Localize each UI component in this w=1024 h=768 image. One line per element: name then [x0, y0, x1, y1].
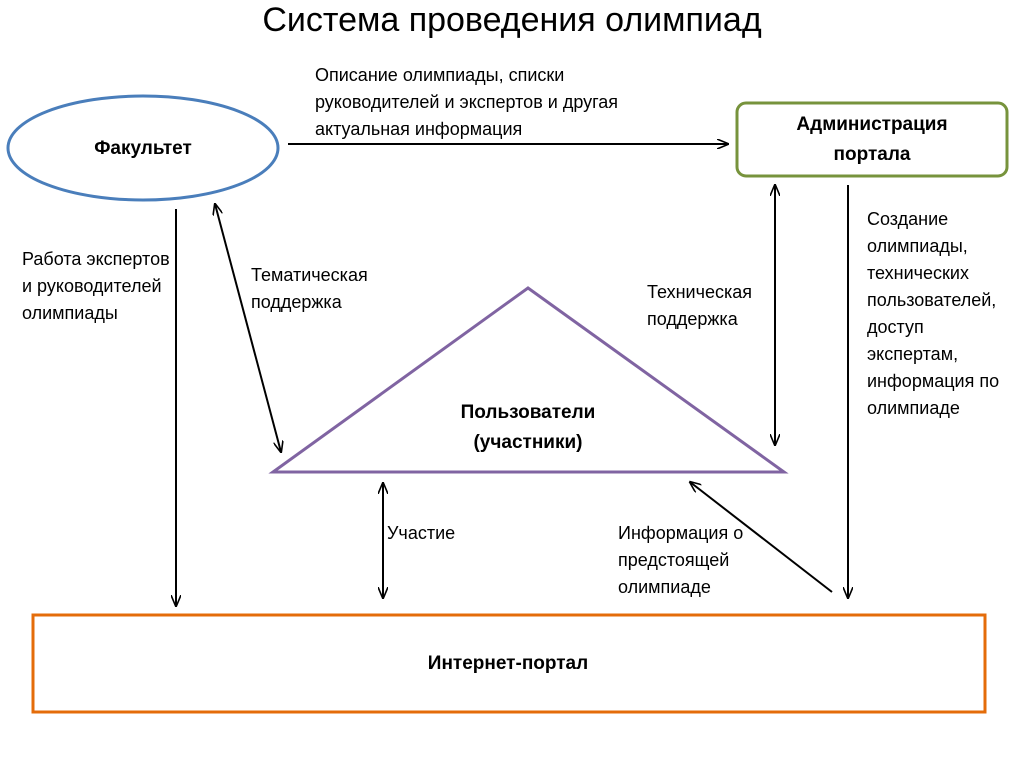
admin-label: Администрация портала — [796, 114, 948, 165]
label-thematic-support: Тематическая поддержка — [251, 265, 368, 312]
label-participation: Участие — [387, 523, 456, 543]
arrow-upcoming-info — [690, 482, 833, 593]
label-faculty-to-portal: Работа экспертов и руководителей олимпиа… — [22, 249, 170, 323]
label-faculty-to-admin: Описание олимпиады, списки руководителей… — [315, 65, 619, 139]
label-upcoming-info: Информация о предстоящей олимпиаде — [618, 523, 744, 597]
portal-node-shape — [31, 613, 987, 714]
diagram-title: Система проведения олимпиад — [262, 1, 762, 39]
arrow-thematic-support — [215, 204, 281, 452]
faculty-label: Факультет — [94, 138, 192, 159]
label-technical-support: Техническая поддержка — [647, 282, 753, 329]
users-label: Пользователи (участники) — [460, 402, 596, 453]
faculty-node-shape — [6, 94, 280, 202]
label-admin-to-portal: Создание олимпиады, технических пользова… — [867, 209, 1000, 418]
portal-label: Интернет-портал — [427, 653, 589, 674]
users-node-shape — [268, 286, 789, 474]
admin-node-shape — [735, 101, 1009, 178]
